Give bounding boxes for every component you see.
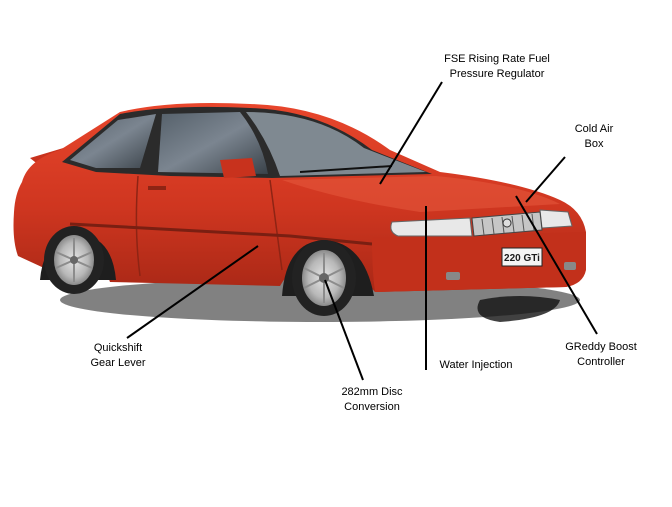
label-boost-controller-line2: Controller — [577, 356, 625, 368]
callout-line-cold-air-box — [525, 156, 566, 203]
bonnet — [282, 176, 560, 212]
label-quickshift-line1: Quickshift — [93, 342, 143, 354]
callout-line-disc-conversion — [324, 279, 364, 381]
callout-line-boost-controller — [515, 195, 598, 335]
windscreen — [246, 112, 426, 176]
body-rub-strip — [69, 222, 373, 246]
label-boost-controller-line1: GReddy Boost — [565, 341, 637, 353]
number-plate — [501, 247, 543, 267]
label-quickshift-line2: Gear Lever — [90, 357, 146, 369]
badge — [502, 218, 512, 228]
label-fuel-regulator-line2: Pressure Regulator — [449, 68, 545, 80]
label-fuel-regulator-line1: FSE Rising Rate Fuel — [444, 53, 550, 65]
label-quickshift: Quickshift Gear Lever — [80, 341, 156, 371]
label-boost-controller: GReddy Boost Controller — [558, 340, 644, 370]
label-cold-air-box-line1: Cold Air — [574, 123, 614, 135]
door-handle — [148, 186, 166, 190]
side-mirror — [220, 158, 256, 178]
label-disc-conversion-line1: 282mm Disc — [341, 386, 403, 398]
label-water-injection: Water Injection — [428, 358, 524, 373]
label-water-injection-line1: Water Injection — [439, 359, 513, 371]
callout-line-fuel-regulator — [379, 81, 443, 185]
front-wheel — [292, 240, 356, 316]
ground-shadow-front — [477, 296, 560, 322]
fog-light-right — [564, 262, 576, 270]
rear-wheel — [44, 226, 104, 294]
callout-line-quickshift — [126, 245, 259, 339]
number-plate-text: 220 GTi — [504, 253, 540, 264]
door-line-front — [269, 179, 283, 271]
side-window — [158, 112, 268, 174]
wiper — [299, 165, 393, 173]
label-disc-conversion-line2: Conversion — [344, 401, 400, 413]
label-cold-air-box-line2: Box — [584, 138, 604, 150]
fog-light-left — [446, 272, 460, 280]
label-fuel-regulator: FSE Rising Rate Fuel Pressure Regulator — [432, 52, 562, 82]
label-cold-air-box: Cold Air Box — [566, 122, 622, 152]
label-disc-conversion: 282mm Disc Conversion — [334, 385, 410, 415]
headlight-right — [539, 209, 573, 229]
rear-quarter-window — [70, 114, 156, 168]
headlight-left — [390, 217, 473, 237]
callout-lines — [126, 81, 598, 381]
